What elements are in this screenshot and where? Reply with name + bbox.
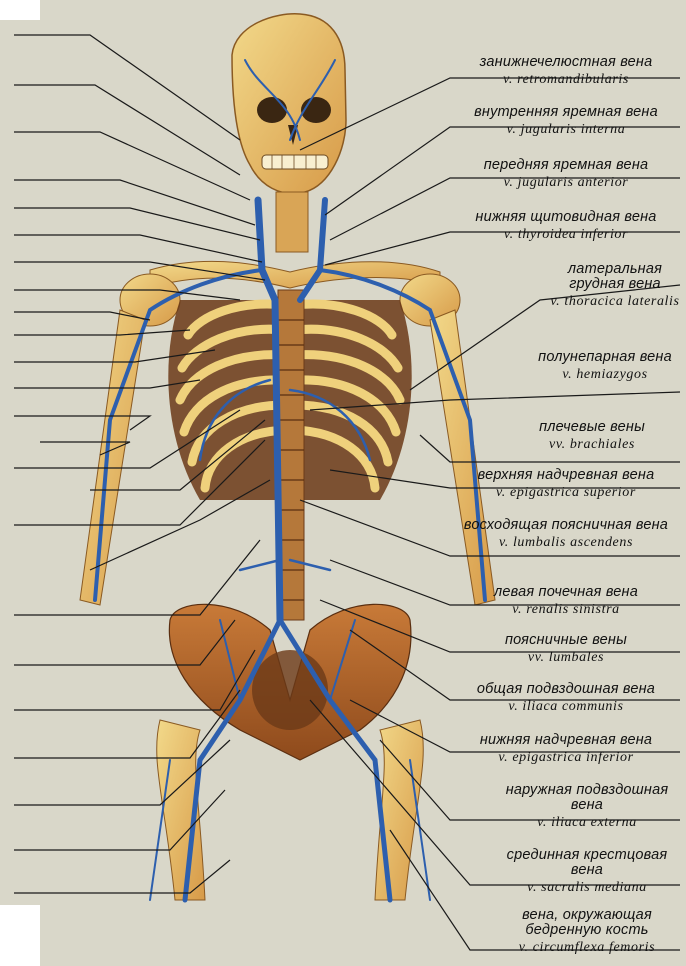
scan-margin-bottom <box>0 905 40 966</box>
label-la: v. thyroidea inferior <box>448 228 684 243</box>
label-ru: передняя яремная вена <box>448 158 684 173</box>
label-superior-epigastric-vein: верхняя надчревная вена v. epigastrica s… <box>448 468 684 501</box>
label-ru: общая подвздошная вена <box>448 682 684 697</box>
label-la: v. sacralis mediana <box>490 881 684 896</box>
label-la: vv. lumbales <box>448 651 684 666</box>
label-la: v. circumflexa femoris <box>490 941 684 956</box>
label-brachial-veins: плечевые вены vv. brachiales <box>500 420 684 453</box>
label-median-sacral-vein: срединная крестцовая вена v. sacralis me… <box>490 848 684 896</box>
label-la: v. jugularis interna <box>448 123 684 138</box>
label-ru: латеральная грудная вена <box>545 262 685 292</box>
label-ru: нижняя щитовидная вена <box>448 210 684 225</box>
label-ru: занижнечелюстная вена <box>448 55 684 70</box>
label-la: v. jugularis anterior <box>448 176 684 191</box>
label-circumflex-femoral-vein: вена, окружающая бедренную кость v. circ… <box>490 908 684 956</box>
label-left-renal-vein: левая почечная вена v. renalis sinistra <box>448 585 684 618</box>
label-ascending-lumbar-vein: восходящая поясничная вена v. lumbalis a… <box>448 518 684 551</box>
skull <box>232 14 346 194</box>
label-internal-jugular-vein: внутренняя яремная вена v. jugularis int… <box>448 105 684 138</box>
label-la: v. epigastrica superior <box>448 486 684 501</box>
label-common-iliac-vein: общая подвздошная вена v. iliaca communi… <box>448 682 684 715</box>
label-lumbar-veins: поясничные вены vv. lumbales <box>448 633 684 666</box>
label-ru: срединная крестцовая вена <box>490 848 684 878</box>
label-ru: верхняя надчревная вена <box>448 468 684 483</box>
label-anterior-jugular-vein: передняя яремная вена v. jugularis anter… <box>448 158 684 191</box>
label-la: v. hemiazygos <box>530 368 680 383</box>
label-hemiazygos-vein: полунепарная вена v. hemiazygos <box>530 350 680 383</box>
label-ru: плечевые вены <box>500 420 684 435</box>
label-ru: левая почечная вена <box>448 585 684 600</box>
label-la: v. thoracica lateralis <box>545 295 685 310</box>
label-inferior-epigastric-vein: нижняя надчревная вена v. epigastrica in… <box>448 733 684 766</box>
label-ru: наружная подвздошная вена <box>490 783 684 813</box>
label-ru: полунепарная вена <box>530 350 680 365</box>
label-ru: вена, окружающая бедренную кость <box>490 908 684 938</box>
label-ru: восходящая поясничная вена <box>448 518 684 533</box>
label-retromandibular-vein: занижнечелюстная вена v. retromandibular… <box>448 55 684 88</box>
label-la: v. iliaca communis <box>448 700 684 715</box>
label-la: v. iliaca externa <box>490 816 684 831</box>
label-ru: внутренняя яремная вена <box>448 105 684 120</box>
label-la: v. renalis sinistra <box>448 603 684 618</box>
label-la: v. epigastrica inferior <box>448 751 684 766</box>
label-la: vv. brachiales <box>500 438 684 453</box>
label-external-iliac-vein: наружная подвздошная вена v. iliaca exte… <box>490 783 684 831</box>
label-lateral-thoracic-vein: латеральная грудная вена v. thoracica la… <box>545 262 685 310</box>
label-ru: поясничные вены <box>448 633 684 648</box>
label-la: v. lumbalis ascendens <box>448 536 684 551</box>
label-ru: нижняя надчревная вена <box>448 733 684 748</box>
scan-margin-top <box>0 0 40 20</box>
label-inferior-thyroid-vein: нижняя щитовидная вена v. thyroidea infe… <box>448 210 684 243</box>
label-la: v. retromandibularis <box>448 73 684 88</box>
